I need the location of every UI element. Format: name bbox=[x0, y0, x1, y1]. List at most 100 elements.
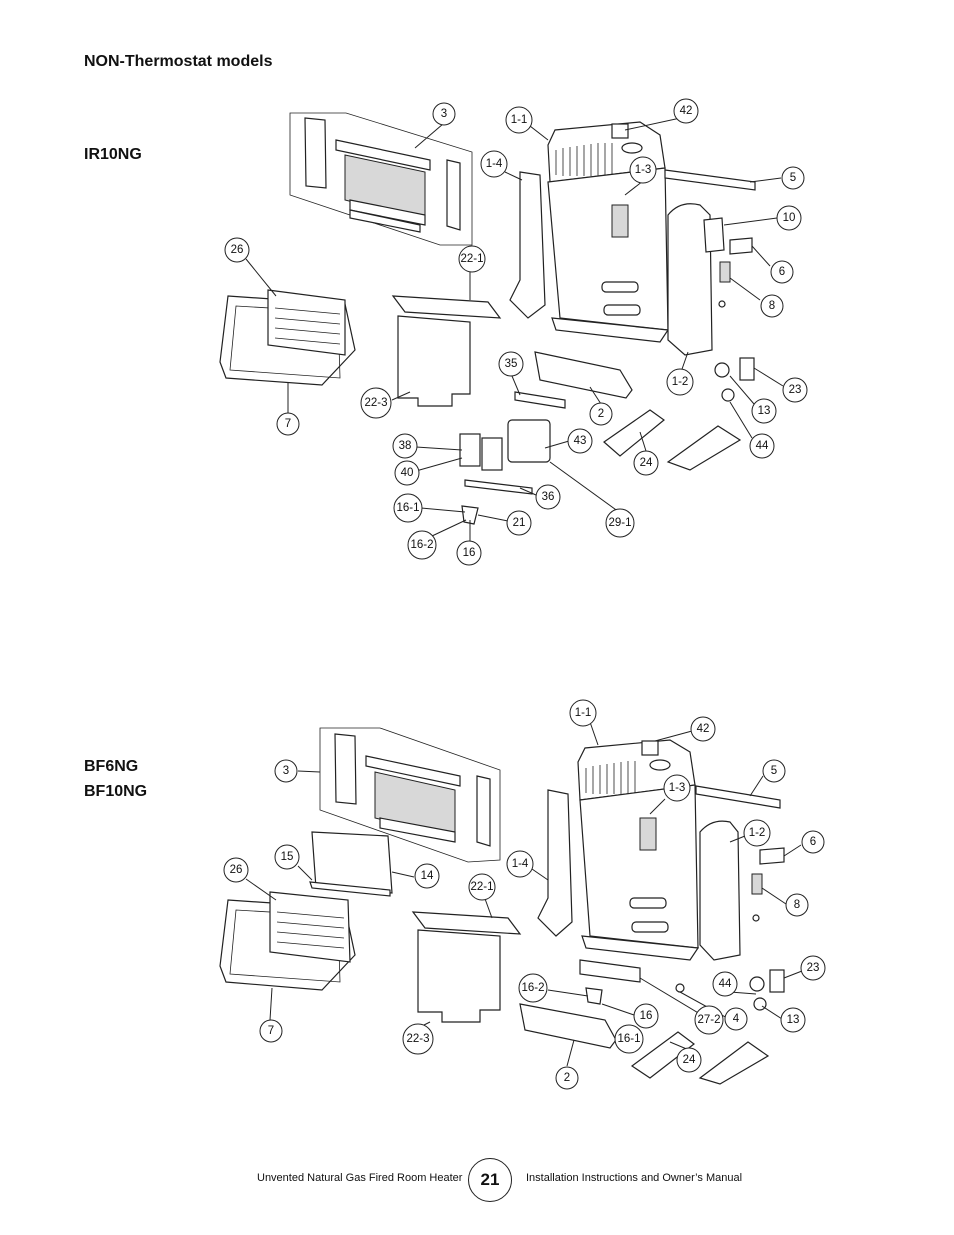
svg-text:42: 42 bbox=[680, 105, 693, 117]
svg-text:2: 2 bbox=[598, 408, 604, 420]
svg-text:13: 13 bbox=[758, 405, 771, 417]
callout-a-23: 23 bbox=[782, 377, 808, 403]
svg-text:1-4: 1-4 bbox=[512, 858, 529, 870]
svg-text:16-2: 16-2 bbox=[410, 539, 433, 551]
callout-a-13: 13 bbox=[751, 398, 777, 424]
callout-b-44: 44 bbox=[712, 971, 738, 997]
callout-a-43: 43 bbox=[567, 428, 593, 454]
callout-b-8: 8 bbox=[785, 893, 809, 917]
svg-text:24: 24 bbox=[640, 457, 653, 469]
model-label-bf10ng: BF10NG bbox=[84, 783, 148, 800]
callout-a-35: 35 bbox=[498, 351, 524, 377]
callout-a-1-4: 1-4 bbox=[480, 150, 508, 178]
callout-a-22-3: 22-3 bbox=[360, 387, 392, 419]
svg-text:1-4: 1-4 bbox=[486, 158, 503, 170]
svg-text:16: 16 bbox=[463, 547, 476, 559]
callout-a-3: 3 bbox=[432, 102, 456, 126]
svg-text:23: 23 bbox=[807, 962, 820, 974]
svg-text:21: 21 bbox=[513, 517, 526, 529]
callout-b-13: 13 bbox=[780, 1007, 806, 1033]
callout-b-16-2: 16-2 bbox=[518, 973, 548, 1003]
callout-a-2: 2 bbox=[589, 402, 613, 426]
callout-a-10: 10 bbox=[776, 205, 802, 231]
svg-text:44: 44 bbox=[719, 978, 732, 990]
svg-text:6: 6 bbox=[810, 836, 816, 848]
callout-b-14: 14 bbox=[414, 863, 440, 889]
svg-text:8: 8 bbox=[769, 300, 775, 312]
svg-text:1-2: 1-2 bbox=[749, 827, 766, 839]
callout-b-1-1: 1-1 bbox=[569, 699, 597, 727]
callout-b-26: 26 bbox=[223, 857, 249, 883]
svg-text:1-1: 1-1 bbox=[511, 114, 528, 126]
svg-text:13: 13 bbox=[787, 1014, 800, 1026]
svg-text:1-1: 1-1 bbox=[575, 707, 592, 719]
footer-right-text: Installation Instructions and Owner’s Ma… bbox=[526, 1172, 743, 1184]
svg-text:38: 38 bbox=[399, 440, 412, 452]
svg-text:16-1: 16-1 bbox=[396, 502, 419, 514]
callout-b-22-1: 22-1 bbox=[468, 873, 496, 901]
callout-a-24: 24 bbox=[633, 450, 659, 476]
callout-a-44: 44 bbox=[749, 433, 775, 459]
callout-b-1-2: 1-2 bbox=[743, 819, 771, 847]
callout-b-2: 2 bbox=[555, 1066, 579, 1090]
svg-text:5: 5 bbox=[790, 172, 796, 184]
page-number: 21 bbox=[468, 1158, 512, 1202]
callout-b-24: 24 bbox=[676, 1047, 702, 1073]
callout-a-22-1: 22-1 bbox=[458, 245, 486, 273]
svg-text:16-1: 16-1 bbox=[617, 1033, 640, 1045]
callout-b-16-1: 16-1 bbox=[614, 1024, 644, 1054]
callout-b-23: 23 bbox=[800, 955, 826, 981]
callout-b-42: 42 bbox=[690, 716, 716, 742]
svg-text:42: 42 bbox=[697, 723, 710, 735]
svg-text:35: 35 bbox=[505, 358, 518, 370]
callout-a-38: 38 bbox=[392, 433, 418, 459]
svg-text:22-3: 22-3 bbox=[364, 397, 387, 409]
svg-text:3: 3 bbox=[441, 108, 447, 120]
svg-text:3: 3 bbox=[283, 765, 289, 777]
callout-a-5: 5 bbox=[781, 166, 805, 190]
svg-text:22-3: 22-3 bbox=[406, 1033, 429, 1045]
callout-a-6: 6 bbox=[770, 260, 794, 284]
callout-b-16: 16 bbox=[633, 1003, 659, 1029]
svg-text:23: 23 bbox=[789, 384, 802, 396]
svg-text:6: 6 bbox=[779, 266, 785, 278]
svg-text:44: 44 bbox=[756, 440, 769, 452]
svg-text:14: 14 bbox=[421, 870, 434, 882]
callout-b-1-4: 1-4 bbox=[506, 850, 534, 878]
svg-text:36: 36 bbox=[542, 491, 555, 503]
callout-b-7: 7 bbox=[259, 1019, 283, 1043]
footer-left-text: Unvented Natural Gas Fired Room Heater bbox=[257, 1172, 463, 1184]
callout-b-3: 3 bbox=[274, 759, 298, 783]
callout-a-16-1: 16-1 bbox=[393, 493, 423, 523]
callout-b-22-3: 22-3 bbox=[402, 1023, 434, 1055]
callout-b-6: 6 bbox=[801, 830, 825, 854]
callout-b-4: 4 bbox=[724, 1007, 748, 1031]
svg-text:43: 43 bbox=[574, 435, 587, 447]
callout-b-5: 5 bbox=[762, 759, 786, 783]
callout-a-26: 26 bbox=[224, 237, 250, 263]
callout-b-27-2: 27-2 bbox=[694, 1005, 724, 1035]
callout-a-16-2: 16-2 bbox=[407, 530, 437, 560]
callout-a-8: 8 bbox=[760, 294, 784, 318]
svg-text:5: 5 bbox=[771, 765, 777, 777]
svg-text:4: 4 bbox=[733, 1013, 740, 1025]
svg-text:22-1: 22-1 bbox=[460, 253, 483, 265]
svg-text:40: 40 bbox=[401, 467, 414, 479]
svg-text:1-2: 1-2 bbox=[672, 376, 689, 388]
svg-text:16-2: 16-2 bbox=[521, 982, 544, 994]
svg-text:27-2: 27-2 bbox=[697, 1014, 720, 1026]
svg-text:29-1: 29-1 bbox=[608, 517, 631, 529]
model-label-ir10ng: IR10NG bbox=[84, 146, 142, 163]
callout-a-42: 42 bbox=[673, 98, 699, 124]
svg-text:10: 10 bbox=[783, 212, 796, 224]
svg-text:8: 8 bbox=[794, 899, 800, 911]
svg-text:26: 26 bbox=[230, 864, 243, 876]
svg-text:2: 2 bbox=[564, 1072, 570, 1084]
svg-text:24: 24 bbox=[683, 1054, 696, 1066]
svg-text:1-3: 1-3 bbox=[669, 782, 686, 794]
callout-a-1-1: 1-1 bbox=[505, 106, 533, 134]
svg-text:15: 15 bbox=[281, 851, 294, 863]
diagram-bf6ng-bf10ng: 1-1 42 3 5 1-3 1-2 6 15 26 14 1-4 22-1 8… bbox=[219, 699, 826, 1090]
svg-text:22-1: 22-1 bbox=[470, 881, 493, 893]
